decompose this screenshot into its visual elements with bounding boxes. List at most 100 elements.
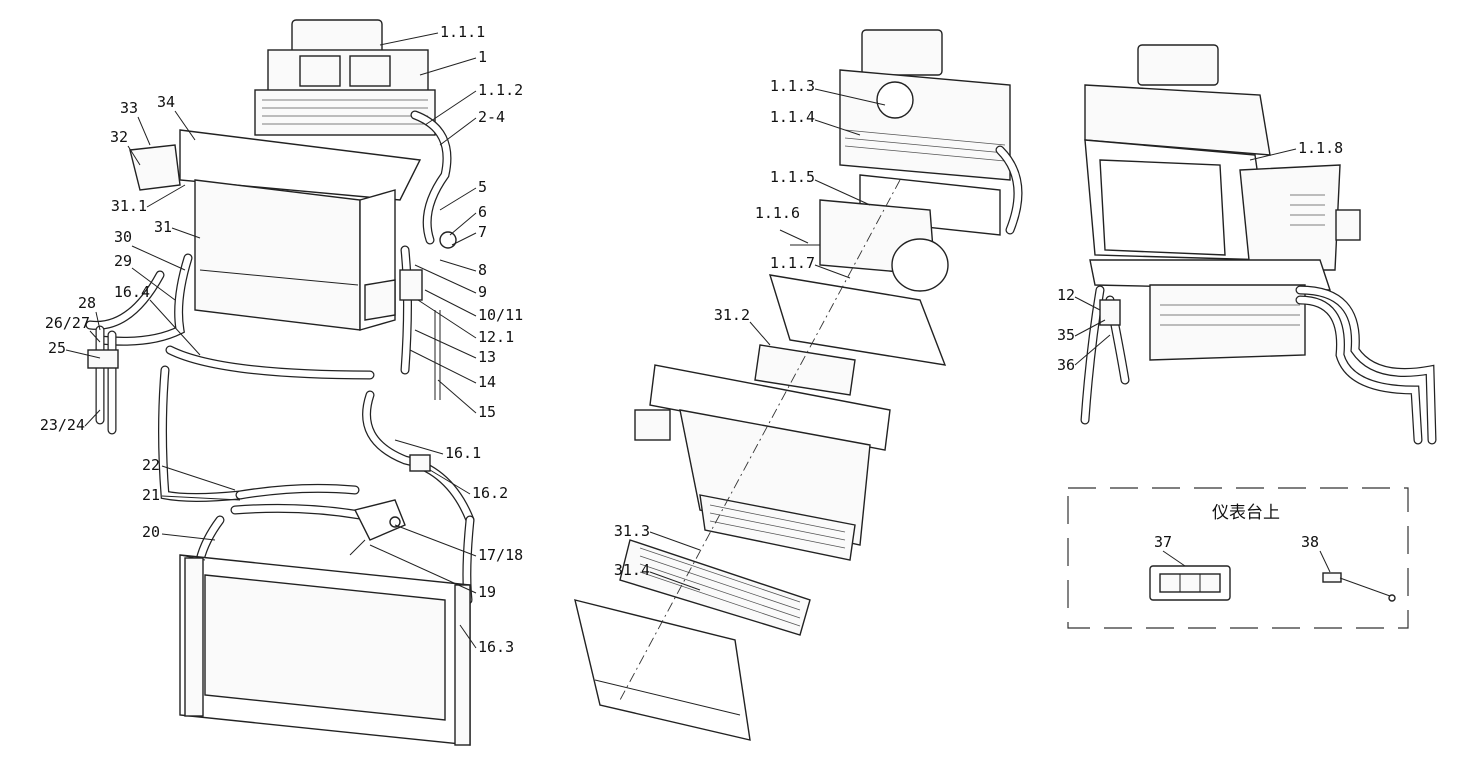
callout-label: 19 bbox=[478, 583, 496, 601]
bracket-17-19 bbox=[349, 499, 406, 556]
leader-line bbox=[84, 409, 101, 427]
leader-line bbox=[1074, 334, 1111, 366]
leader-line bbox=[649, 531, 701, 551]
leader-line bbox=[137, 116, 151, 146]
leader-line bbox=[146, 184, 186, 208]
callout-label: 16.4 bbox=[114, 283, 150, 301]
leader-line bbox=[424, 90, 477, 126]
callout-label: 7 bbox=[478, 223, 487, 241]
leader-line bbox=[174, 110, 196, 141]
callout-label: 36 bbox=[1057, 356, 1075, 374]
callout-label: 29 bbox=[114, 252, 132, 270]
leader-line bbox=[131, 245, 186, 271]
leader-line bbox=[65, 349, 101, 359]
leader-line bbox=[1074, 319, 1106, 337]
callout-label: 1.1.3 bbox=[770, 77, 815, 95]
callout-label: 5 bbox=[478, 178, 487, 196]
leader-line bbox=[451, 232, 477, 246]
leader-line bbox=[429, 469, 471, 495]
callout-label: 31.3 bbox=[614, 522, 650, 540]
callout-label: 1 bbox=[478, 48, 487, 66]
callout-label: 14 bbox=[478, 373, 496, 391]
callout-label: 26/27 bbox=[45, 314, 90, 332]
control-panel-37 bbox=[1149, 565, 1231, 601]
callout-label: 1.1.2 bbox=[478, 81, 523, 99]
callout-label: 33 bbox=[120, 99, 138, 117]
leader-line bbox=[1319, 550, 1331, 573]
leader-line bbox=[649, 571, 701, 591]
callout-label: 2-4 bbox=[478, 108, 505, 126]
sensor-38 bbox=[1322, 572, 1396, 602]
leader-line bbox=[394, 439, 444, 455]
callout-label: 1.1.7 bbox=[770, 254, 815, 272]
leader-line bbox=[424, 289, 477, 317]
leader-line bbox=[149, 299, 201, 356]
leader-line bbox=[439, 259, 477, 272]
callout-label: 31 bbox=[154, 218, 172, 236]
callout-label: 1.1.6 bbox=[755, 204, 800, 222]
leader-line bbox=[814, 179, 871, 206]
blower-top-unit bbox=[839, 29, 1023, 236]
leader-line bbox=[1162, 550, 1186, 567]
leader-line bbox=[414, 264, 477, 294]
callout-label: 30 bbox=[114, 228, 132, 246]
leader-lines bbox=[65, 32, 1331, 649]
callout-label: 16.3 bbox=[478, 638, 514, 656]
leader-line bbox=[171, 227, 201, 239]
leader-line bbox=[459, 624, 477, 649]
leader-line bbox=[749, 321, 771, 346]
callout-label: 23/24 bbox=[40, 416, 85, 434]
callout-label: 8 bbox=[478, 261, 487, 279]
callout-label: 1.1.1 bbox=[440, 23, 485, 41]
leader-line bbox=[161, 465, 236, 491]
left-pipes bbox=[399, 110, 457, 400]
leader-line bbox=[814, 88, 886, 106]
callout-label: 6 bbox=[478, 203, 487, 221]
middle-exploded-view bbox=[574, 29, 1023, 741]
leader-line bbox=[814, 119, 861, 136]
leader-line bbox=[369, 544, 477, 594]
cabin-filter-31-3 bbox=[619, 539, 811, 636]
leader-line bbox=[379, 32, 439, 46]
callout-label: 37 bbox=[1154, 533, 1172, 551]
leader-line bbox=[161, 495, 241, 501]
leader-line bbox=[419, 57, 477, 76]
leader-line bbox=[1074, 296, 1101, 311]
condenser-radiator bbox=[179, 554, 471, 746]
callout-label: 15 bbox=[478, 403, 496, 421]
left-assembly bbox=[85, 19, 475, 746]
evaporator-housing bbox=[129, 129, 422, 331]
leader-line bbox=[127, 145, 141, 166]
blower-module bbox=[790, 199, 949, 292]
callout-label: 1.1.4 bbox=[770, 108, 815, 126]
callout-label: 34 bbox=[157, 93, 175, 111]
leader-line bbox=[394, 524, 477, 557]
leader-line bbox=[131, 267, 176, 301]
dashboard-box-title: 仪表台上 bbox=[1212, 503, 1280, 523]
filter-cover-31-4 bbox=[574, 599, 751, 741]
callout-label: 31.1 bbox=[111, 197, 147, 215]
callout-label: 28 bbox=[78, 294, 96, 312]
leader-line bbox=[409, 349, 477, 384]
leader-line bbox=[439, 117, 477, 146]
callout-label: 17/18 bbox=[478, 546, 523, 564]
callout-label: 38 bbox=[1301, 533, 1319, 551]
callout-label: 21 bbox=[142, 486, 160, 504]
filter-tray-31-2 bbox=[754, 274, 947, 396]
callout-label: 12 bbox=[1057, 286, 1075, 304]
callout-label: 20 bbox=[142, 523, 160, 541]
leader-line bbox=[89, 330, 101, 343]
callout-labels: 1.1.111.1.22-45678910/1112.113141516.116… bbox=[40, 23, 1343, 656]
right-rear-view bbox=[1080, 44, 1437, 445]
callout-label: 31.4 bbox=[614, 561, 650, 579]
leader-line bbox=[439, 187, 477, 211]
leader-line bbox=[779, 229, 809, 244]
leader-line bbox=[161, 533, 216, 541]
callout-label: 25 bbox=[48, 339, 66, 357]
callout-label: 35 bbox=[1057, 326, 1075, 344]
evaporator-case-mid bbox=[634, 364, 891, 561]
callout-label: 16.2 bbox=[472, 484, 508, 502]
callout-label: 1.1.8 bbox=[1298, 139, 1343, 157]
